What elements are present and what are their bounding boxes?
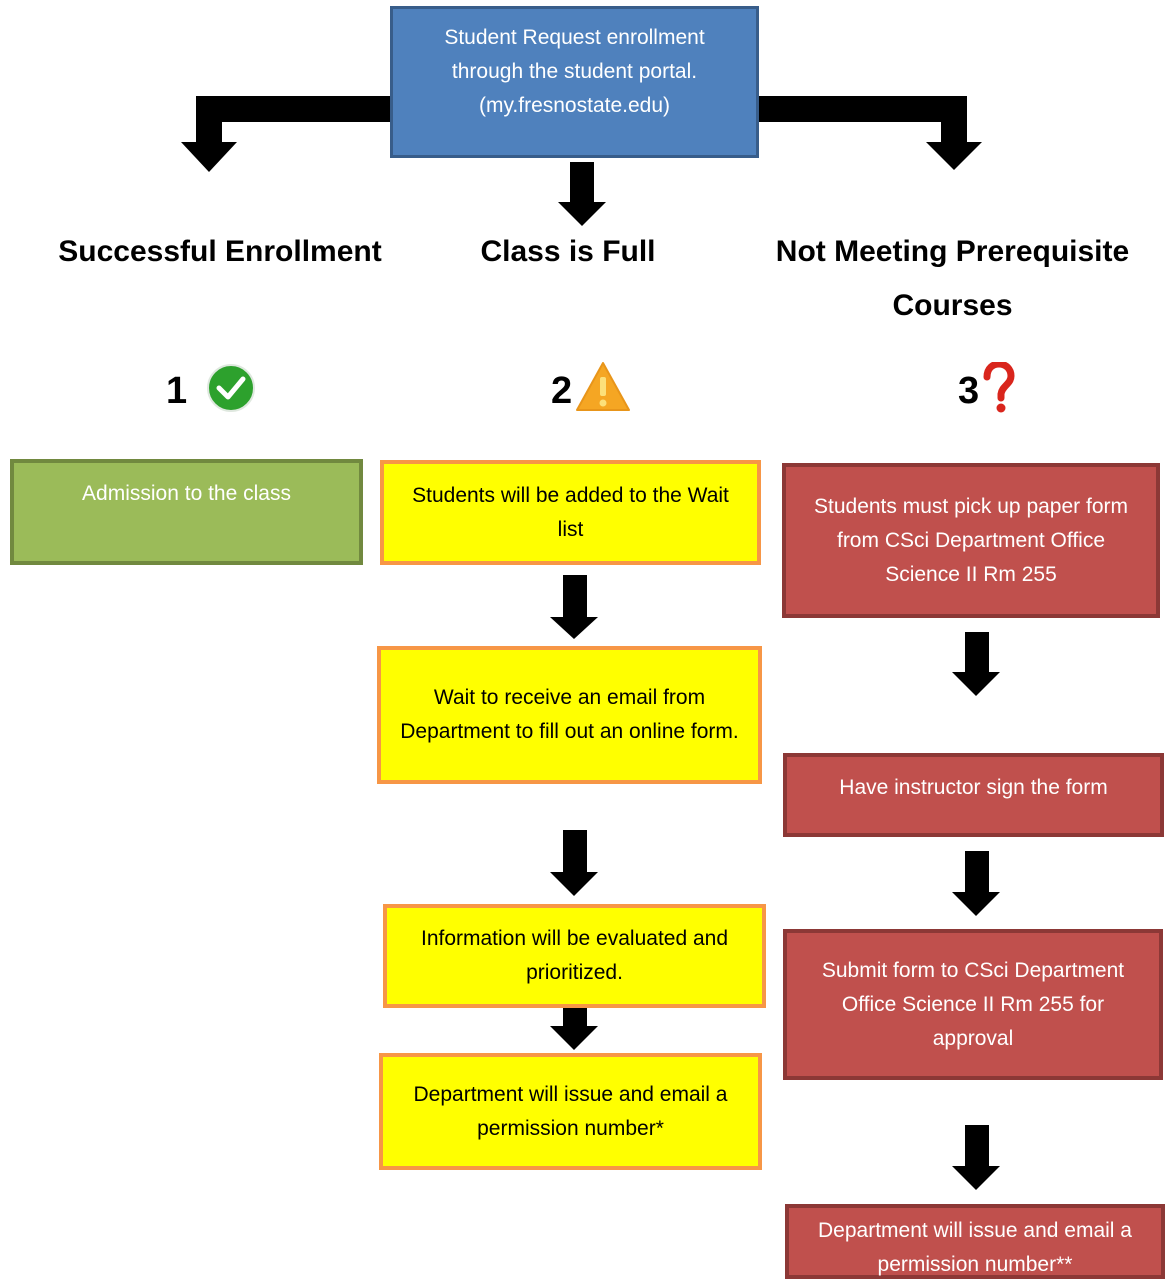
step-instructor-sign: Have instructor sign the form — [783, 753, 1164, 837]
down-arrow-center — [558, 162, 606, 226]
step-issue-permission-3: Department will issue and email a permis… — [785, 1204, 1165, 1279]
down-arrow-col3-1 — [952, 632, 1000, 696]
down-arrow-col2-2 — [550, 830, 598, 896]
step-issue-permission-2: Department will issue and email a permis… — [379, 1053, 762, 1170]
down-arrow-col2-1 — [550, 575, 598, 639]
outcome-number-2: 2 — [551, 370, 573, 412]
start-box: Student Request enrollment through the s… — [390, 6, 759, 158]
elbow-arrow-left — [181, 96, 396, 172]
down-arrow-col3-3 — [952, 1125, 1000, 1190]
start-box-text: Student Request enrollment through the s… — [444, 26, 705, 117]
step-admission: Admission to the class — [10, 459, 363, 565]
step-pickup-form: Students must pick up paper form from CS… — [782, 463, 1160, 618]
step-submit-form: Submit form to CSci Department Office Sc… — [783, 929, 1163, 1080]
step-wait-email: Wait to receive an email from Department… — [377, 646, 762, 784]
step-evaluated: Information will be evaluated and priori… — [383, 904, 766, 1008]
heading-not-meeting-prerequisite: Not Meeting Prerequisite Courses — [775, 235, 1130, 322]
down-arrow-col3-2 — [952, 851, 1000, 916]
outcome-number-3: 3 — [958, 370, 980, 412]
step-waitlist: Students will be added to the Wait list — [380, 460, 761, 565]
heading-successful-enrollment: Successful Enrollment — [58, 235, 382, 268]
check-circle-icon — [207, 364, 255, 412]
warning-triangle-icon — [576, 362, 630, 411]
question-mark-icon — [983, 362, 1015, 413]
elbow-arrow-right — [757, 96, 982, 170]
outcome-number-1: 1 — [166, 370, 188, 412]
heading-class-is-full: Class is Full — [480, 235, 656, 268]
